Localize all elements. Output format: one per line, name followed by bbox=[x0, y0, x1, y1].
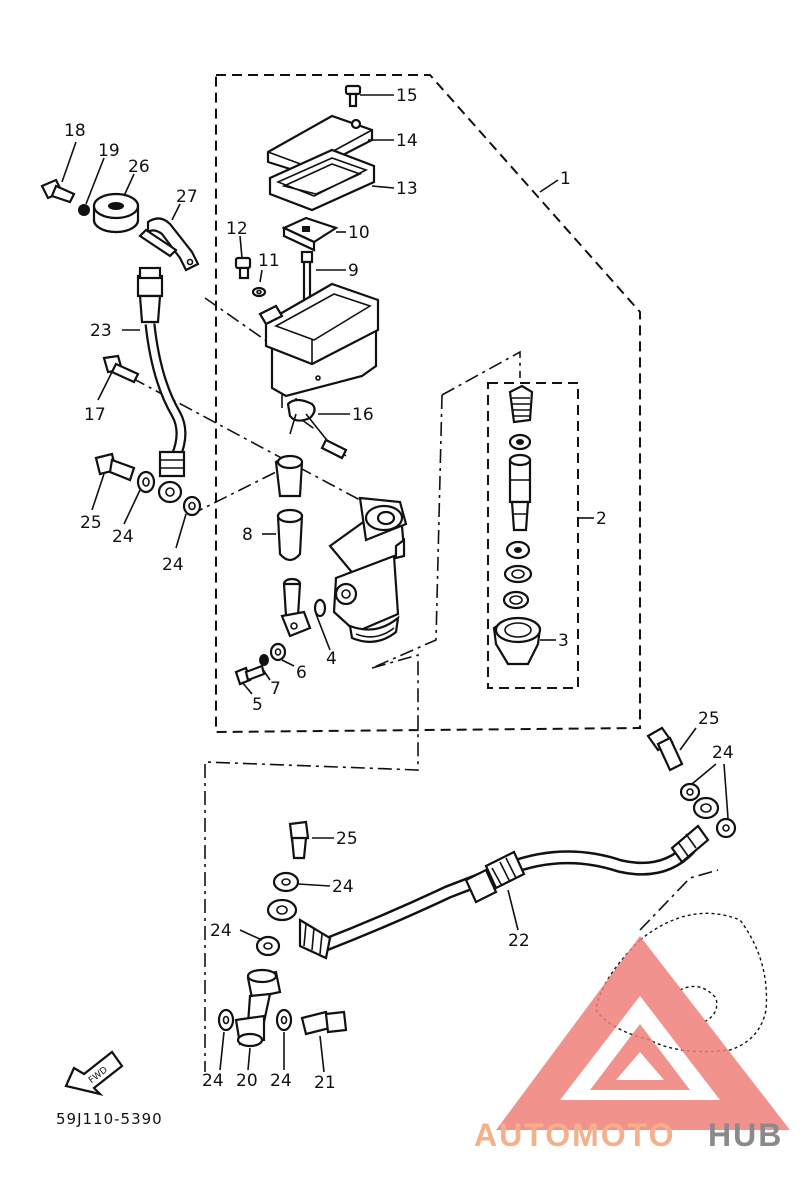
callout-20: 20 bbox=[236, 1071, 258, 1091]
master-cylinder-assembly-boundary bbox=[215, 74, 641, 734]
washer-7-part bbox=[259, 654, 269, 666]
bracket-washer-part bbox=[251, 286, 267, 298]
callout-10: 10 bbox=[348, 223, 370, 243]
callout-24-mid: 24 bbox=[332, 877, 354, 897]
callout-2: 2 bbox=[596, 509, 607, 529]
callout-labels: 15 14 13 10 9 12 11 16 1 2 3 4 6 7 5 8 1… bbox=[64, 86, 734, 1093]
reservoir-cap-group bbox=[234, 84, 376, 324]
callout-24-left-b: 24 bbox=[162, 555, 184, 575]
callout-16: 16 bbox=[352, 405, 374, 425]
callout-8: 8 bbox=[242, 525, 253, 545]
union-bolt-25-right-part bbox=[646, 726, 684, 772]
callout-21: 21 bbox=[314, 1073, 336, 1093]
callout-24-bottom-a: 24 bbox=[202, 1071, 224, 1091]
bolt-21-part bbox=[300, 1010, 348, 1036]
callout-26: 26 bbox=[128, 157, 150, 177]
callout-18: 18 bbox=[64, 121, 86, 141]
copper-washer-24-left-part bbox=[136, 470, 202, 517]
forward-arrow-icon bbox=[64, 1050, 124, 1096]
assembly-link-lines bbox=[131, 297, 719, 1072]
master-cylinder-body-part bbox=[328, 496, 408, 643]
washer-6-part bbox=[269, 642, 287, 662]
callout-22: 22 bbox=[508, 931, 530, 951]
cap-screw-part bbox=[344, 84, 362, 108]
copper-washer-24-mid-part bbox=[255, 871, 300, 957]
callout-23: 23 bbox=[90, 321, 112, 341]
bolt-17-part bbox=[102, 354, 140, 384]
callout-27: 27 bbox=[176, 187, 198, 207]
grommet-26-part bbox=[92, 192, 140, 234]
callout-9: 9 bbox=[348, 261, 359, 281]
part-code-label: 59J110-5390 bbox=[56, 1110, 163, 1128]
callout-5: 5 bbox=[252, 695, 263, 715]
hose-joint-8-part bbox=[274, 454, 304, 562]
callout-24-right: 24 bbox=[712, 743, 734, 763]
watermark-brand-prefix: AUTOMOTO bbox=[474, 1117, 675, 1153]
nut-19-part bbox=[78, 204, 90, 216]
callout-4: 4 bbox=[326, 649, 337, 669]
watermark-brand-suffix: HUB bbox=[708, 1117, 783, 1153]
o-ring-4-part bbox=[313, 598, 327, 618]
screw-5-part bbox=[234, 664, 266, 686]
callout-leader-lines bbox=[61, 94, 729, 1073]
callout-24-mid-b: 24 bbox=[210, 921, 232, 941]
callout-25-left: 25 bbox=[80, 513, 102, 533]
automotohub-logo-icon bbox=[496, 936, 790, 1130]
callout-24-left-a: 24 bbox=[112, 527, 134, 547]
callout-24-bottom-b: 24 bbox=[270, 1071, 292, 1091]
bracket-screw-part bbox=[234, 256, 252, 280]
callout-17: 17 bbox=[84, 405, 106, 425]
callout-3: 3 bbox=[558, 631, 569, 651]
callout-7: 7 bbox=[270, 679, 281, 699]
callout-6: 6 bbox=[296, 663, 307, 683]
hose-bracket-27-part bbox=[138, 217, 200, 272]
callout-25-right: 25 bbox=[698, 709, 720, 729]
reservoir-hose-part bbox=[286, 398, 348, 460]
bolt-18-part bbox=[40, 178, 76, 204]
callout-11: 11 bbox=[258, 251, 280, 271]
callout-25-mid: 25 bbox=[336, 829, 358, 849]
callout-19: 19 bbox=[98, 141, 120, 161]
union-bolt-25-left-part bbox=[94, 452, 136, 482]
brake-hose-23-part bbox=[136, 266, 187, 504]
callout-1: 1 bbox=[560, 169, 571, 189]
union-bolt-25-mid-part bbox=[288, 820, 310, 860]
diaphragm-plate-part bbox=[281, 216, 339, 252]
callout-15: 15 bbox=[396, 86, 418, 106]
copper-washer-24-right-part bbox=[679, 782, 737, 839]
diaphragm-part bbox=[268, 148, 376, 212]
pipe-joint-part bbox=[280, 577, 312, 638]
callout-12: 12 bbox=[226, 219, 248, 239]
callout-13: 13 bbox=[396, 179, 418, 199]
callout-14: 14 bbox=[396, 131, 418, 151]
copper-washer-24-bottom-part bbox=[217, 1008, 293, 1032]
brake-hose-22-part bbox=[266, 796, 720, 960]
piston-kit-part bbox=[492, 384, 542, 666]
union-20-part bbox=[234, 968, 282, 1048]
reservoir-tank-part bbox=[258, 282, 380, 412]
